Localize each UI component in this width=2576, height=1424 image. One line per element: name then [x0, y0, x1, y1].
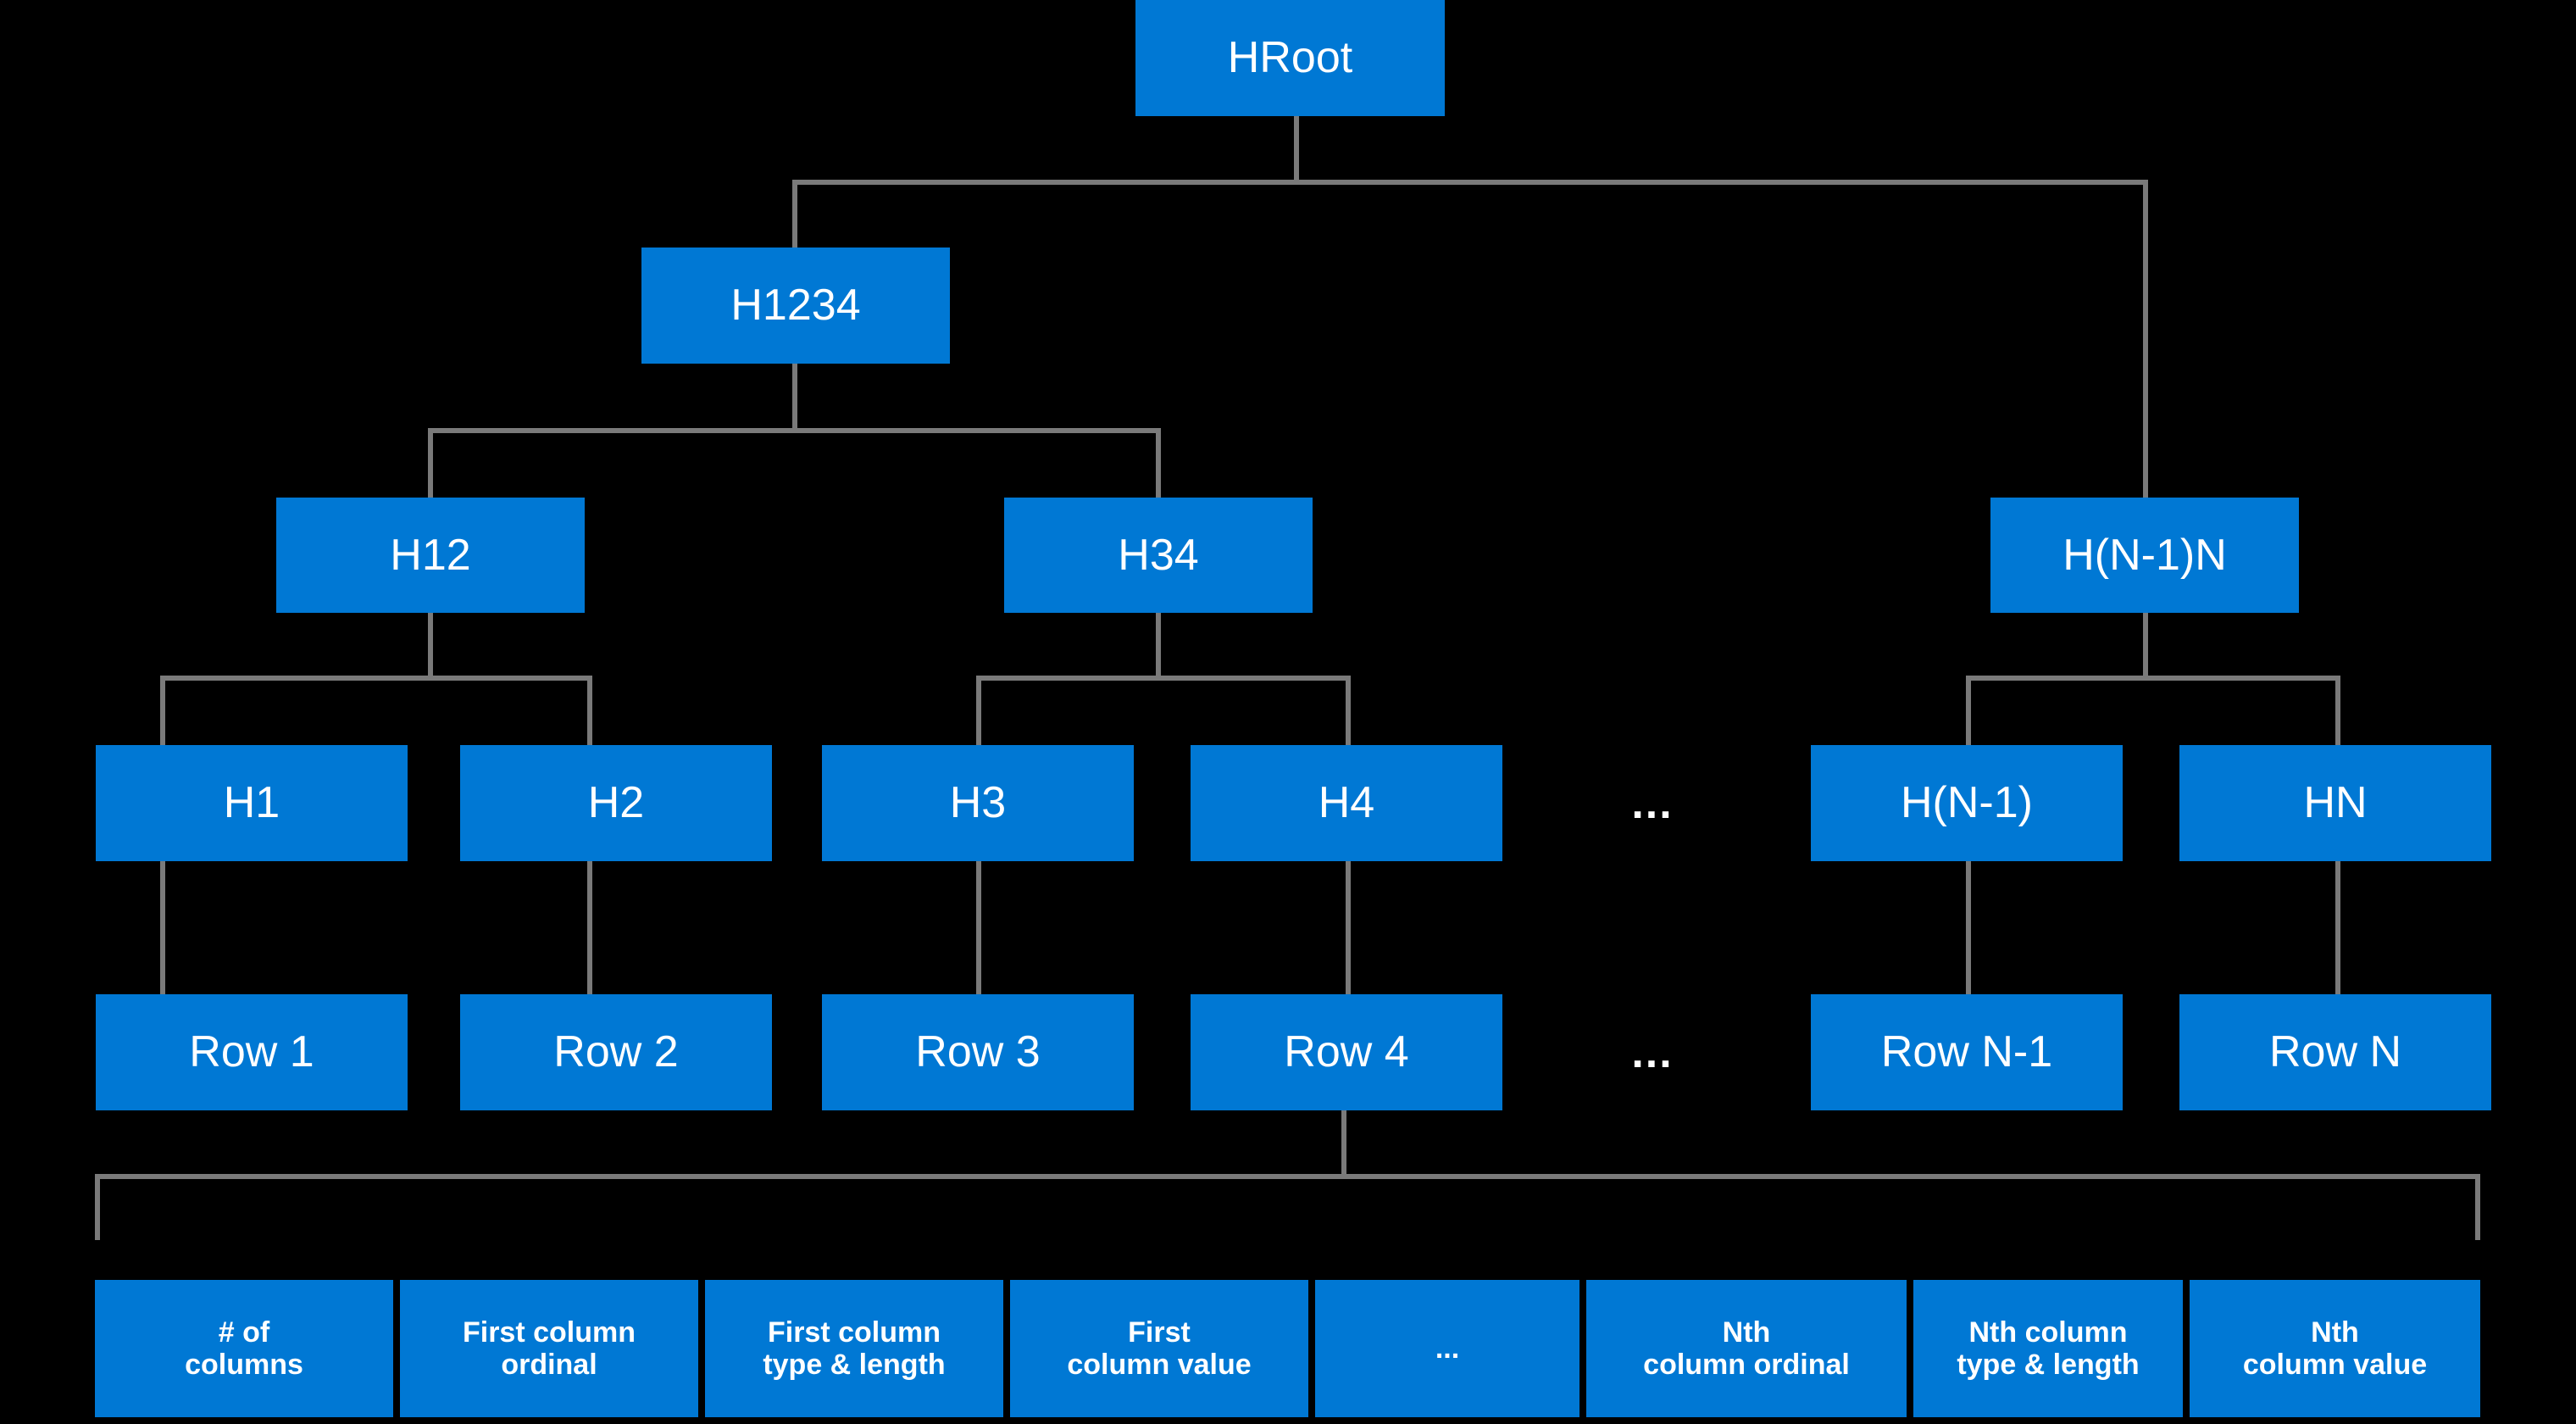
field-ellipsis[interactable]: ...: [1315, 1280, 1579, 1417]
node-row-n-1[interactable]: Row N-1: [1811, 994, 2123, 1110]
connector-hn1n-bus: [1966, 676, 2340, 681]
connector-h1234-bus: [428, 428, 1161, 433]
connector-h12-stem: [428, 613, 433, 678]
connector-h12-bus: [160, 676, 592, 681]
node-hn1[interactable]: H(N-1): [1811, 745, 2123, 861]
connector-h12-to-h2: [587, 676, 592, 745]
connector-h34-to-h3: [976, 676, 981, 745]
connector-root-stem: [1294, 116, 1299, 184]
connector-hn1-to-rown1: [1966, 861, 1971, 994]
connector-h4-to-row4: [1346, 861, 1351, 994]
connector-hn1n-to-hn: [2335, 676, 2340, 745]
connector-row4-stem: [1341, 1110, 1346, 1178]
node-h2[interactable]: H2: [460, 745, 772, 861]
node-row-4[interactable]: Row 4: [1191, 994, 1502, 1110]
node-row-3[interactable]: Row 3: [822, 994, 1134, 1110]
node-hn[interactable]: HN: [2179, 745, 2491, 861]
connector-h12-to-h1: [160, 676, 165, 745]
connector-h34-stem: [1156, 613, 1161, 678]
ellipsis-headers: ...: [1631, 778, 1674, 828]
connector-hn1n-stem: [2143, 613, 2148, 678]
connector-h34-to-h4: [1346, 676, 1351, 745]
connector-bus-to-h1234: [792, 180, 797, 248]
connector-h1234-stem: [792, 364, 797, 431]
node-hn1n[interactable]: H(N-1)N: [1990, 498, 2299, 613]
node-hroot[interactable]: HRoot: [1135, 0, 1445, 116]
connector-root-bus: [792, 180, 2148, 185]
node-h1[interactable]: H1: [96, 745, 408, 861]
node-h1234[interactable]: H1234: [641, 248, 950, 364]
node-row-2[interactable]: Row 2: [460, 994, 772, 1110]
connector-hn1n-to-hn1: [1966, 676, 1971, 745]
connector-fields-bus-left-end: [95, 1174, 100, 1240]
connector-h3-to-row3: [976, 861, 981, 994]
ellipsis-rows: ...: [1631, 1027, 1674, 1077]
connector-fields-bus-right-end: [2475, 1174, 2480, 1240]
connector-h1234-to-h12: [428, 428, 433, 498]
node-h34[interactable]: H34: [1004, 498, 1313, 613]
connector-h2-to-row2: [587, 861, 592, 994]
connector-hn-to-rown: [2335, 861, 2340, 994]
connector-h1-to-row1: [160, 861, 165, 994]
node-row-1[interactable]: Row 1: [96, 994, 408, 1110]
connector-h1234-to-h34: [1156, 428, 1161, 498]
node-row-n[interactable]: Row N: [2179, 994, 2491, 1110]
node-h3[interactable]: H3: [822, 745, 1134, 861]
connector-fields-bus: [95, 1174, 2480, 1179]
connector-h34-bus: [976, 676, 1351, 681]
connector-bus-to-hn1n: [2143, 180, 2148, 498]
node-h12[interactable]: H12: [276, 498, 585, 613]
node-h4[interactable]: H4: [1191, 745, 1502, 861]
